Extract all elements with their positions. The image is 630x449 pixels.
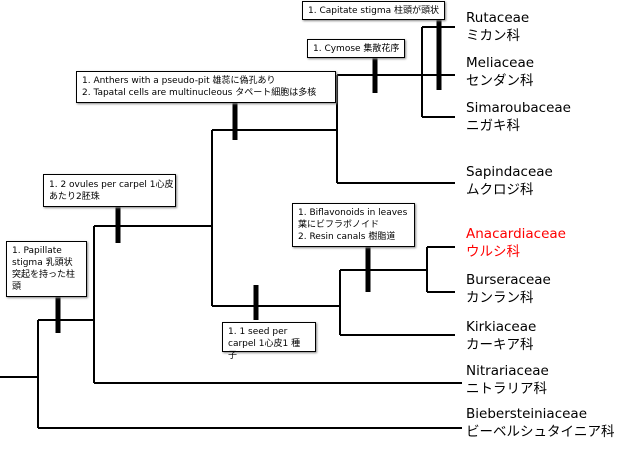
character-text: 1. Papillate [12,246,62,256]
character-text: 2. Tapatal cells are multinucleous タペート細… [82,88,317,98]
taxon-sapindaceae: Sapindaceae ムクロジ科 [466,163,553,199]
taxon-japanese-name: ウルシ科 [466,244,520,260]
taxon-latin-name: Biebersteiniaceae [466,406,588,422]
taxon-japanese-name: センダン科 [466,73,534,89]
taxon-japanese-name: ニトラリア科 [466,381,547,397]
character-box-capitate: 1. Capitate stigma 柱頭が頭状 [302,1,445,20]
character-text: 葉にビフラボノイド [298,220,380,230]
taxon-kirkiaceae: Kirkiaceae カーキア科 [466,318,536,354]
taxon-nitrariaceae: Nitrariaceae ニトラリア科 [466,362,549,398]
character-text: 1. Anthers with a pseudo-pit 雄蕊に偽孔あり [82,76,276,86]
character-box-anthers: 1. Anthers with a pseudo-pit 雄蕊に偽孔あり 2. … [76,71,336,103]
taxon-anacardiaceae: Anacardiaceae ウルシ科 [466,225,566,261]
character-box-papillate: 1. Papillate stigma 乳頭状 突起を持った柱 頭 [6,241,87,297]
taxon-latin-name: Rutaceae [466,10,530,26]
taxon-latin-name: Anacardiaceae [466,226,566,242]
taxon-japanese-name: ムクロジ科 [466,182,534,198]
taxon-japanese-name: ミカン科 [466,28,520,44]
character-text: 突起を持った柱 [12,270,76,280]
character-text: carpel 1心皮1 種 [228,339,301,349]
character-text: 1. 2 ovules per carpel 1心皮 [49,180,174,190]
taxon-latin-name: Burseraceae [466,272,551,288]
character-text: あたり2胚珠 [49,192,100,202]
character-box-biflavonoids: 1. Biflavonoids in leaves 葉にビフラボノイド 2. R… [292,203,415,247]
character-box-cymose: 1. Cymose 集散花序 [307,39,405,58]
taxon-meliaceae: Meliaceae センダン科 [466,54,534,90]
taxon-rutaceae: Rutaceae ミカン科 [466,9,529,45]
character-box-seed: 1. 1 seed per carpel 1心皮1 種 子 [222,322,316,361]
taxon-japanese-name: カーキア科 [466,337,534,353]
character-text: 1. Capitate stigma 柱頭が頭状 [308,6,440,16]
taxon-latin-name: Sapindaceae [466,164,553,180]
taxon-japanese-name: カンラン科 [466,290,534,306]
taxon-latin-name: Kirkiaceae [466,319,537,335]
taxon-burseraceae: Burseraceae カンラン科 [466,271,551,307]
character-text: 2. Resin canals 樹脂道 [298,232,396,242]
character-box-ovules: 1. 2 ovules per carpel 1心皮 あたり2胚珠 [43,174,176,207]
taxon-biebersteiniaceae: Biebersteiniaceae ビーベルシュタイニア科 [466,405,615,441]
character-text: 子 [228,351,238,361]
taxon-latin-name: Nitrariaceae [466,363,549,379]
character-text: 1. Biflavonoids in leaves [298,208,408,218]
taxon-simaroubaceae: Simaroubaceae ニガキ科 [466,99,571,135]
character-text: stigma 乳頭状 [12,258,73,268]
character-text: 1. 1 seed per [228,327,288,337]
character-text: 頭 [12,282,22,292]
taxon-japanese-name: ビーベルシュタイニア科 [466,424,615,440]
taxon-japanese-name: ニガキ科 [466,118,520,134]
taxon-latin-name: Simaroubaceae [466,100,571,116]
character-text: 1. Cymose 集散花序 [313,44,400,54]
taxon-latin-name: Meliaceae [466,55,535,71]
